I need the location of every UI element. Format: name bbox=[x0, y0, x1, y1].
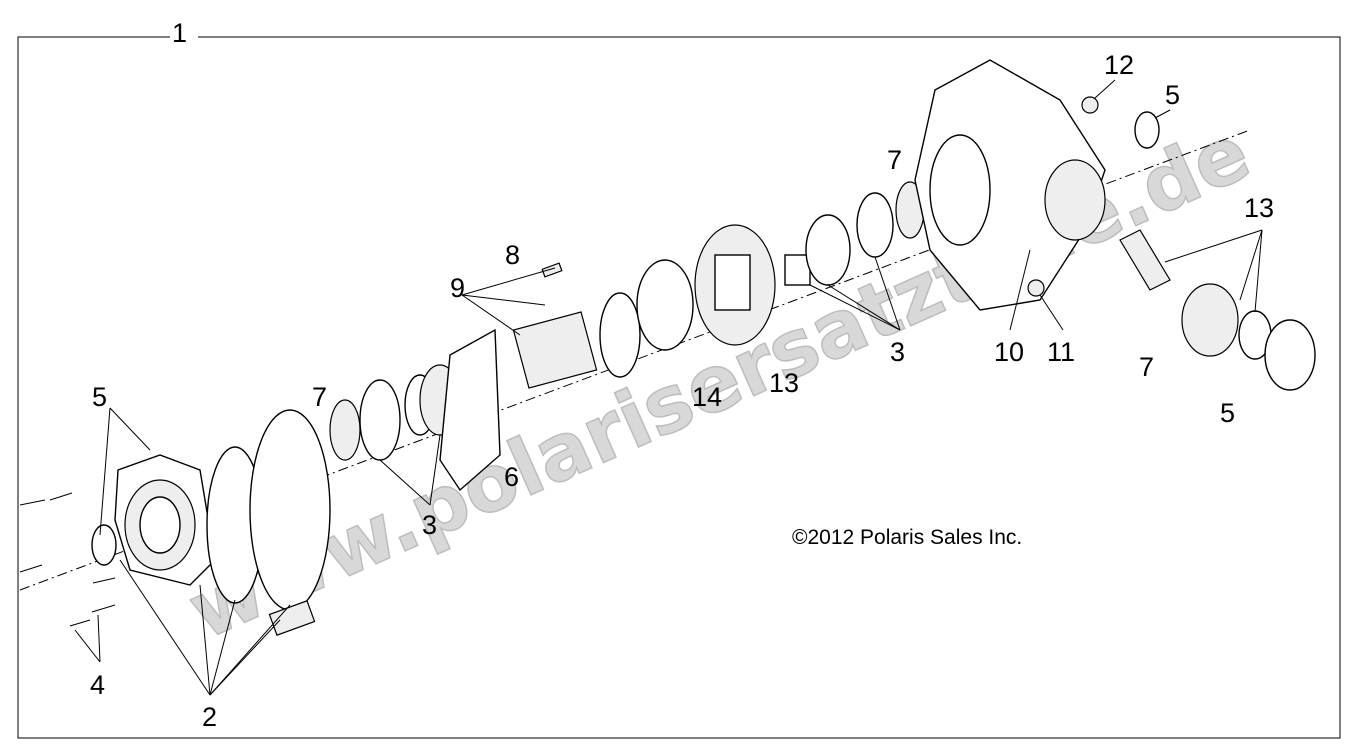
callout-13-ring-gear: 13 bbox=[769, 368, 799, 398]
seal-right bbox=[1134, 111, 1160, 149]
front-cover-housing bbox=[114, 454, 216, 586]
spacer-left bbox=[359, 379, 401, 461]
bearing-pinion bbox=[1181, 283, 1239, 357]
gasket-plate bbox=[249, 409, 331, 611]
callout-9: 9 bbox=[450, 273, 465, 303]
roller-cage bbox=[512, 311, 598, 389]
callout-10: 10 bbox=[994, 337, 1024, 367]
callout-12: 12 bbox=[1104, 50, 1134, 80]
hub bbox=[784, 254, 811, 286]
snap-ring bbox=[636, 259, 694, 351]
ring-gear bbox=[694, 224, 776, 346]
assembly-frame bbox=[17, 36, 1341, 739]
callout-2: 2 bbox=[202, 702, 217, 732]
callout-3-right: 3 bbox=[890, 337, 905, 367]
spacer-right bbox=[856, 192, 894, 258]
callout-7-pinion: 7 bbox=[1139, 352, 1154, 382]
callout-3-left: 3 bbox=[422, 510, 437, 540]
callout-7-left: 7 bbox=[312, 382, 327, 412]
pin bbox=[541, 262, 563, 278]
callout-11: 11 bbox=[1047, 337, 1075, 367]
callout-14: 14 bbox=[692, 382, 722, 412]
coil-plate bbox=[439, 328, 501, 492]
callout-4: 4 bbox=[90, 670, 105, 700]
callout-5-right-top: 5 bbox=[1165, 80, 1180, 110]
bearing-left bbox=[329, 399, 361, 461]
clip-ring bbox=[599, 292, 641, 378]
seal-front bbox=[91, 524, 117, 566]
plug-12 bbox=[1081, 96, 1099, 114]
main-housing bbox=[914, 59, 1106, 311]
callout-13-pinion: 13 bbox=[1244, 193, 1274, 223]
seal-pinion bbox=[1264, 319, 1316, 391]
leader-lines bbox=[74, 79, 1263, 696]
copyright-text: ©2012 Polaris Sales Inc. bbox=[792, 526, 1022, 549]
callout-8: 8 bbox=[505, 240, 520, 270]
callout-5-pinion: 5 bbox=[1220, 398, 1235, 428]
callout-7-right: 7 bbox=[887, 145, 902, 175]
callout-1: 1 bbox=[172, 18, 187, 48]
pinion-shaft bbox=[1119, 229, 1171, 291]
bearing-cone bbox=[805, 214, 851, 286]
callout-5-left: 5 bbox=[92, 382, 107, 412]
callout-6: 6 bbox=[504, 462, 519, 492]
bolts bbox=[19, 492, 116, 627]
plug-11 bbox=[1027, 279, 1045, 297]
